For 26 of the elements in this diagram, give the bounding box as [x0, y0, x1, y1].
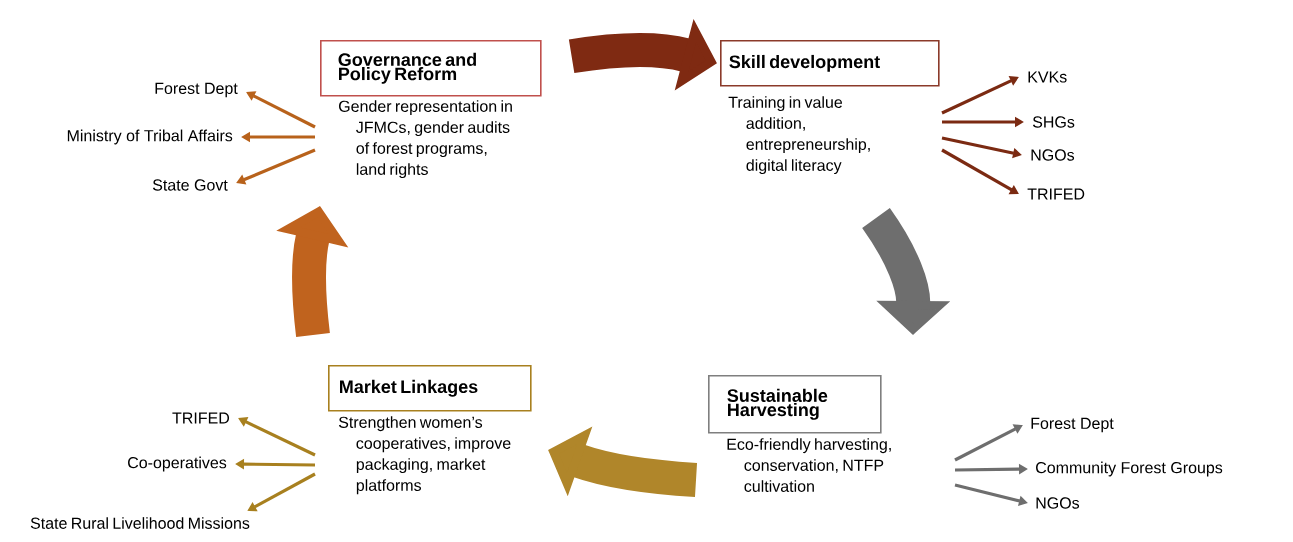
organisation-label: TRIFED — [1027, 188, 1085, 200]
organisation-label: Community Forest Groups — [1036, 461, 1223, 477]
heading-box: Market Linkages — [328, 365, 532, 412]
description-text: Eco-friendly harvesting, conservation, NTFP cultivation — [727, 438, 891, 492]
heading-box: Governance and Policy Reform — [320, 40, 542, 97]
organisation-label: TRIFED — [172, 412, 230, 424]
heading-box: Sustainable Harvesting — [708, 375, 882, 434]
description-text: Strengthen women’s cooperatives, improve packaging, market platforms — [338, 416, 511, 495]
arrow — [954, 424, 1023, 462]
arrow — [246, 91, 316, 129]
description-text: Training in value addition, entrepreneurship, digital literacy — [728, 96, 870, 175]
description-text: Gender representation in JFMCs, gender audits of forest programs, land rights — [339, 100, 512, 179]
organisation-label: Forest Dept — [155, 82, 238, 98]
arrow — [941, 148, 1019, 195]
organisation-label: State Rural Livelihood Missions — [30, 517, 250, 529]
heading-box: Skill development — [720, 40, 940, 87]
organisation-label: KVKs — [1028, 71, 1067, 83]
organisation-label: SHGs — [1032, 116, 1075, 128]
organisation-label: State Govt — [152, 179, 228, 191]
organisation-label: Forest Dept — [1031, 417, 1114, 433]
arrow — [238, 417, 316, 457]
organisation-label: NGOs — [1031, 149, 1075, 161]
organisation-label: Ministry of Tribal Affairs — [67, 129, 233, 145]
organisation-label: NGOs — [1036, 497, 1080, 509]
arrow — [941, 75, 1019, 115]
organisation-label: Co-operatives — [128, 456, 227, 472]
